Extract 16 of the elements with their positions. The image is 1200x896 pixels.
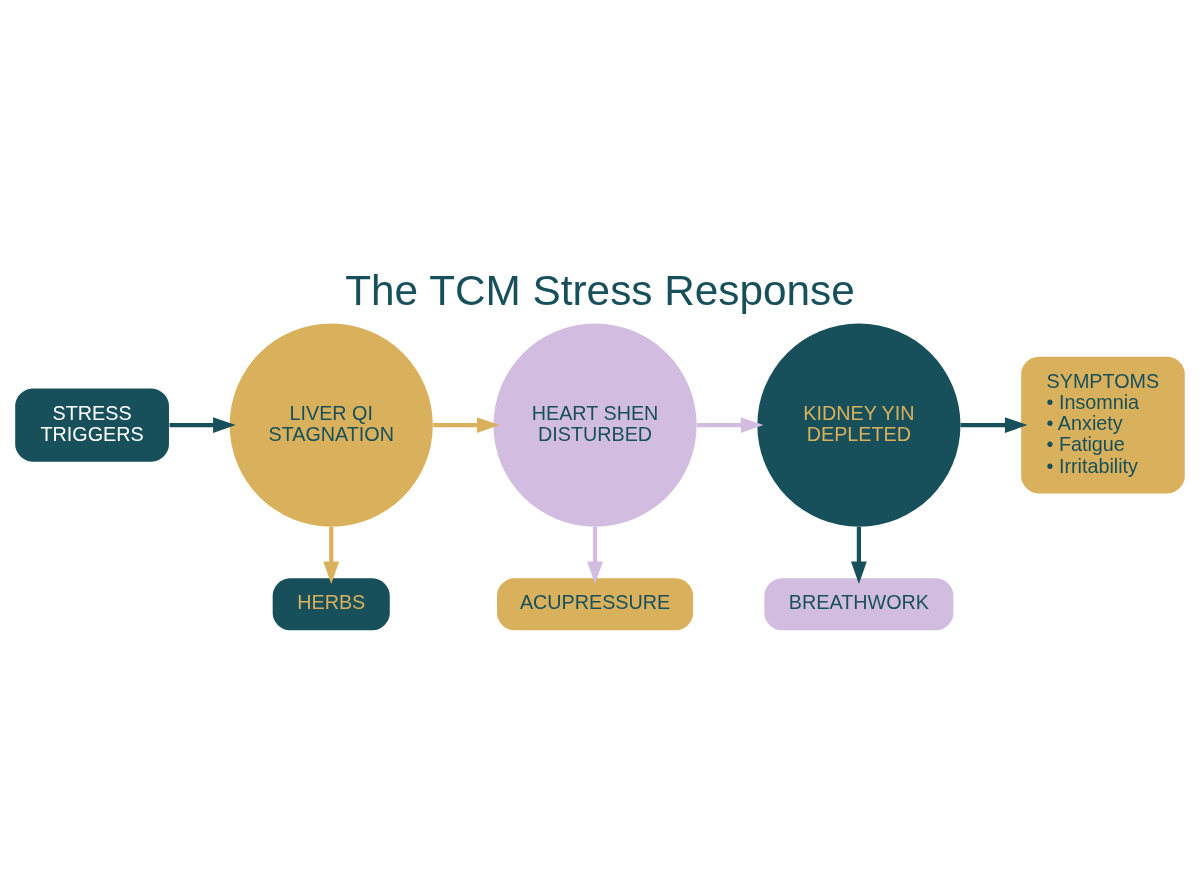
node-box: HERBS bbox=[272, 578, 390, 631]
arrow bbox=[169, 417, 236, 433]
node-box: BREATHWORK bbox=[764, 578, 954, 631]
node-box: SYMPTOMS • Insomnia • Anxiety • Fatigue • Irritability bbox=[1021, 356, 1185, 494]
node-circle: HEART SHEN DISTURBED bbox=[493, 323, 697, 527]
arrow bbox=[697, 417, 764, 433]
node-circle: KIDNEY YIN DEPLETED bbox=[757, 323, 961, 527]
arrow bbox=[323, 527, 340, 585]
arrow bbox=[587, 527, 603, 585]
node-box: ACUPRESSURE bbox=[497, 578, 694, 631]
arrow bbox=[960, 417, 1028, 433]
arrow bbox=[850, 527, 867, 585]
diagram-title: The TCM Stress Response bbox=[345, 267, 855, 315]
node-circle: LIVER QI STAGNATION bbox=[229, 323, 433, 527]
node-box: STRESS TRIGGERS bbox=[15, 388, 169, 462]
arrow bbox=[433, 417, 500, 433]
